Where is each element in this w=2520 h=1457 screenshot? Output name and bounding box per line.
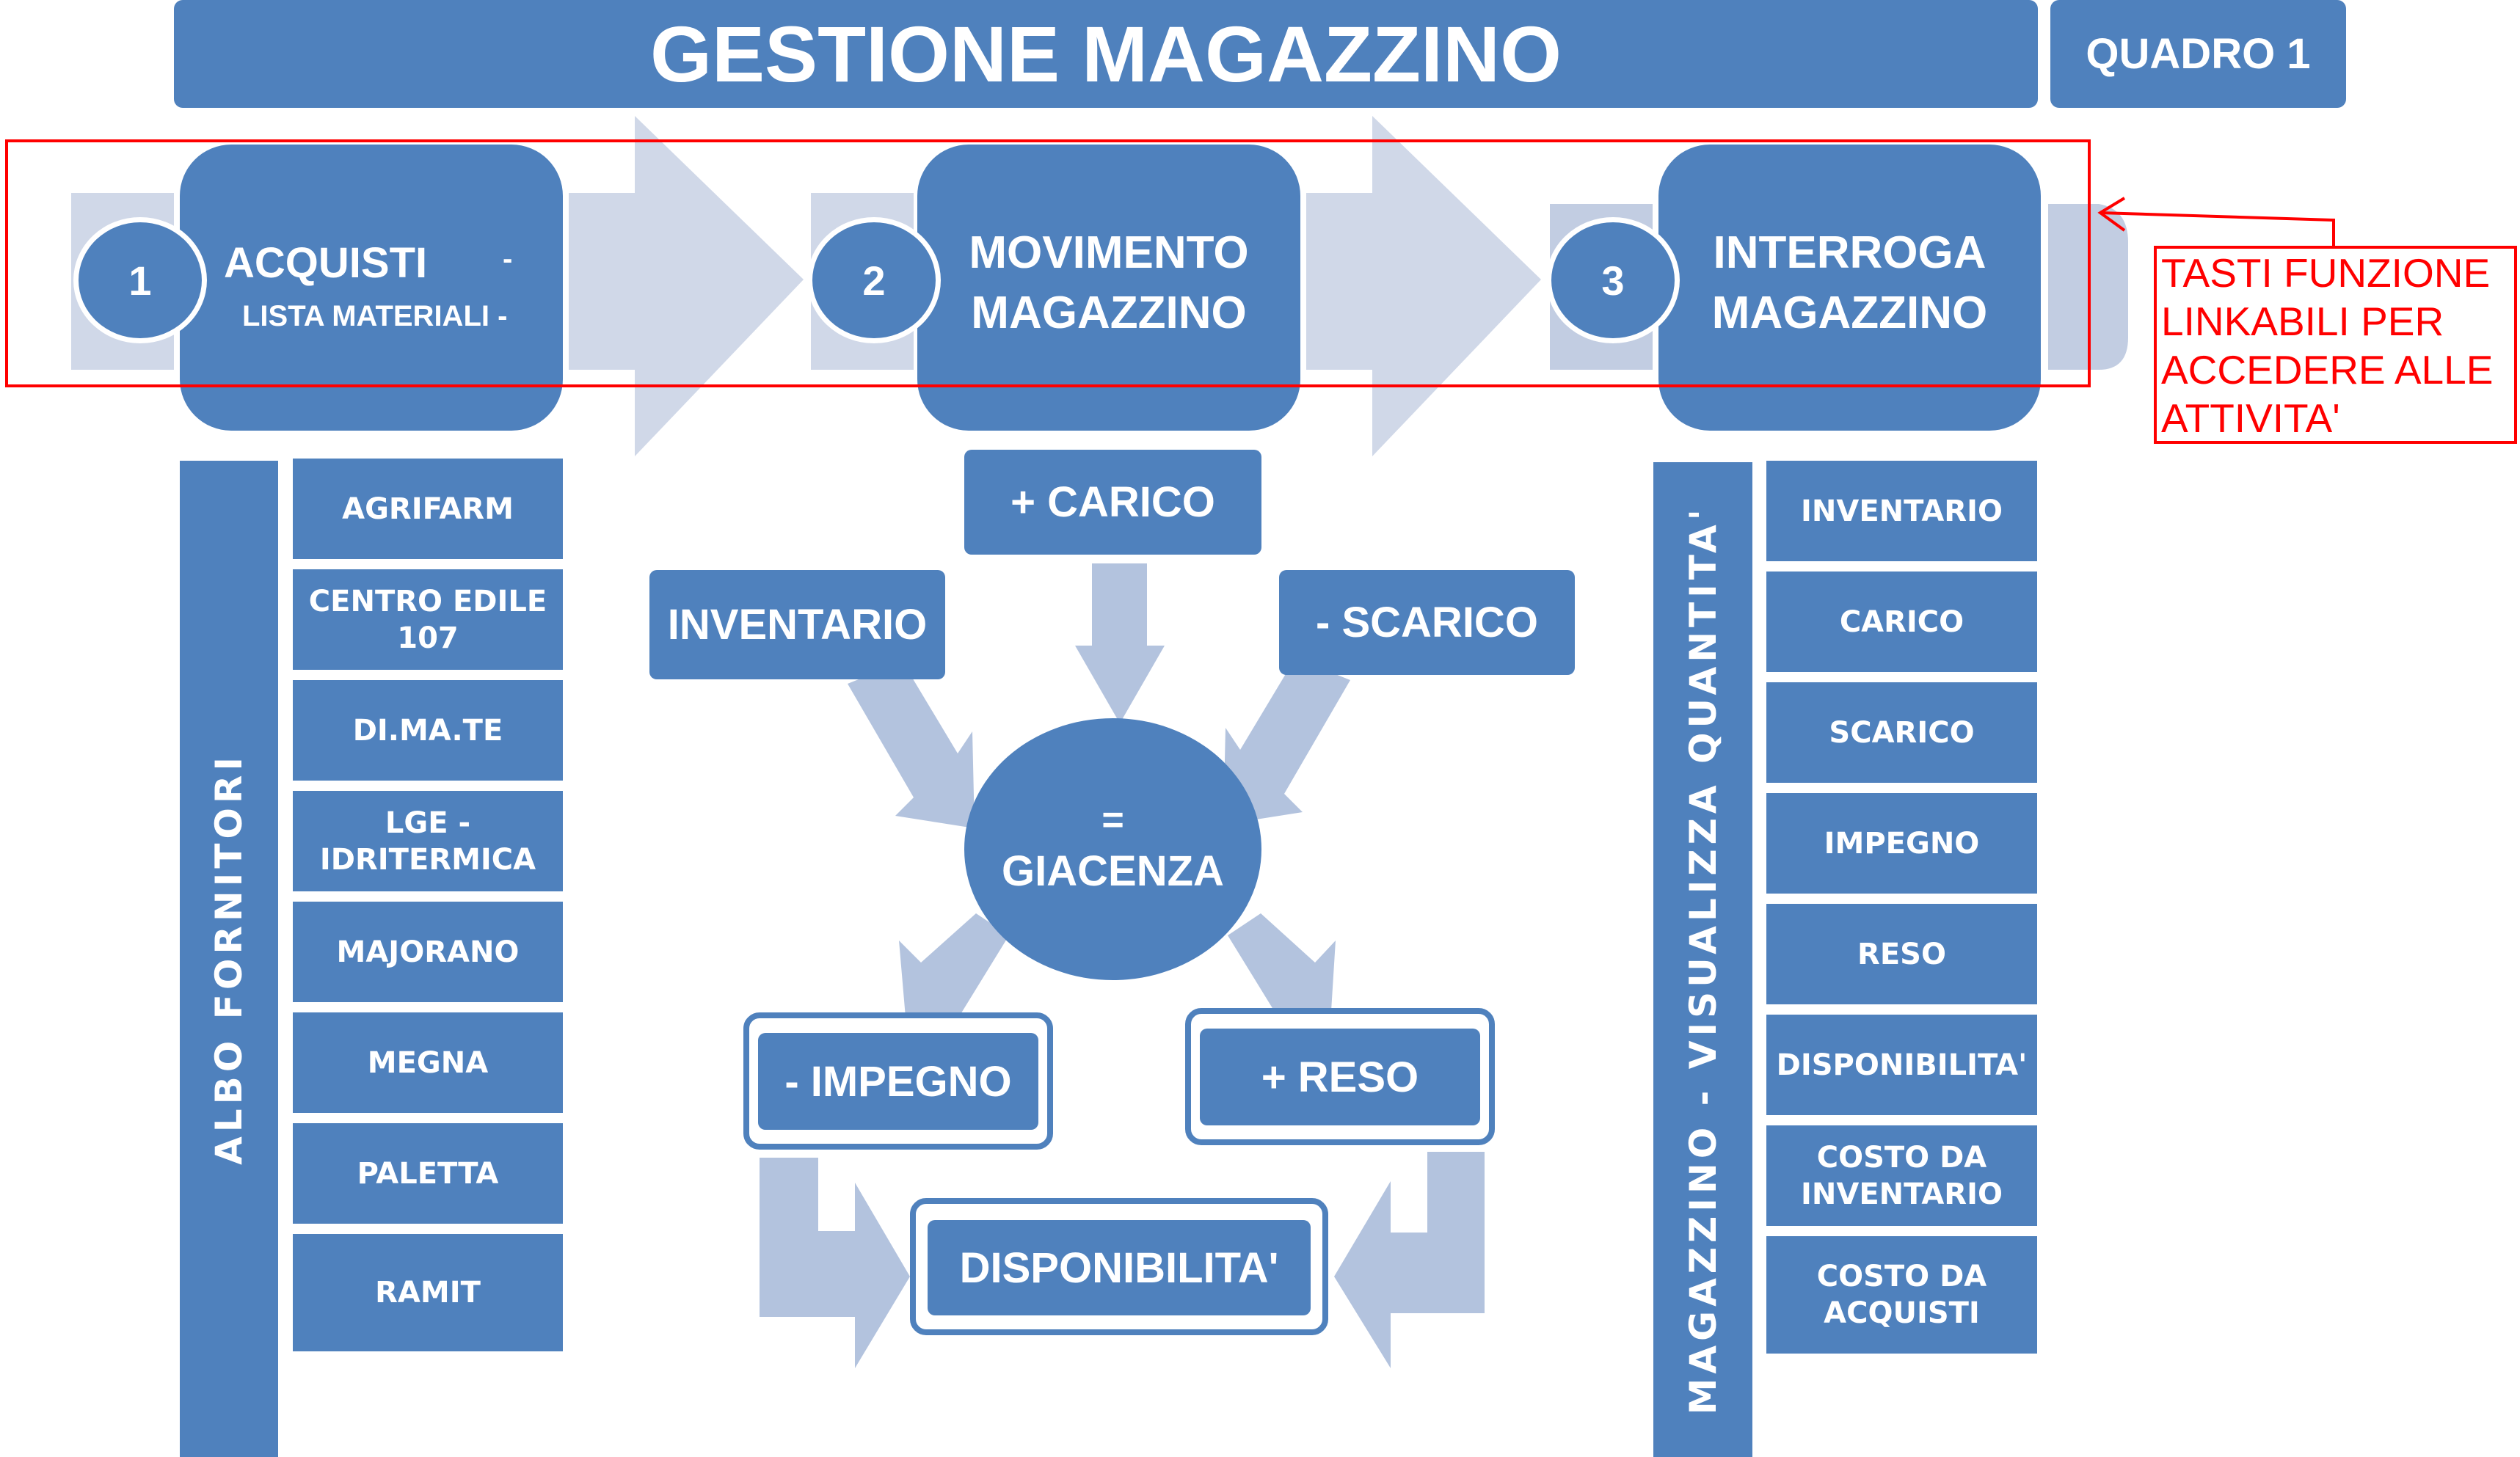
arrow-impegno-icon xyxy=(899,913,1009,1034)
flow-inventario-box[interactable]: INVENTARIO xyxy=(649,570,945,679)
suppliers-label-bar: ALBO FORNITORI xyxy=(180,461,278,1457)
step-subtitle: LISTA MATERIALI - xyxy=(242,300,508,332)
step-number-badge: 3 xyxy=(1546,217,1680,343)
flow-impegno-frame: - IMPEGNO xyxy=(743,1012,1053,1150)
supplier-item[interactable]: LGE - IDRITERMICA xyxy=(293,791,563,891)
warehouse-view-item[interactable]: COSTO DA ACQUISTI xyxy=(1766,1236,2037,1354)
step-acquisti-button[interactable]: ACQUISTI - LISTA MATERIALI - xyxy=(180,145,563,431)
supplier-item[interactable]: CENTRO EDILE 107 xyxy=(293,569,563,670)
warehouse-view-item[interactable]: RESO xyxy=(1766,904,2037,1004)
giacenza-equals: = xyxy=(1101,798,1124,841)
step-number-badge: 1 xyxy=(73,217,207,343)
warehouse-view-list: INVENTARIO CARICO SCARICO IMPEGNO RESO D… xyxy=(1766,461,2037,1354)
step-title: INTERROGA xyxy=(1713,227,1986,278)
supplier-item[interactable]: MAJORANO xyxy=(293,902,563,1002)
step-interroga-button[interactable]: INTERROGA MAGAZZINO xyxy=(1658,145,2041,431)
annotation-leader-line xyxy=(2100,211,2335,246)
arrow-carico-down-icon xyxy=(1075,563,1165,723)
flow-disponibilita-frame: DISPONIBILITA' xyxy=(910,1198,1328,1335)
warehouse-view-item[interactable]: SCARICO xyxy=(1766,682,2037,783)
arrow-reso-disponibilita-icon xyxy=(1334,1152,1485,1368)
supplier-item[interactable]: MEGNA xyxy=(293,1012,563,1113)
step-title: ACQUISTI xyxy=(224,239,428,287)
supplier-item[interactable]: PALETTA xyxy=(293,1123,563,1224)
flow-giacenza-node[interactable]: = GIACENZA xyxy=(964,718,1261,980)
arrow-reso-icon xyxy=(1228,913,1336,1034)
arrow-inventario-icon xyxy=(848,662,975,828)
step-number-badge: 2 xyxy=(807,217,941,343)
connector-band-1b xyxy=(569,193,635,370)
flow-impegno-box[interactable]: - IMPEGNO xyxy=(758,1033,1038,1130)
step-title-dash: - xyxy=(503,243,513,275)
step-title: MOVIMENTO xyxy=(969,227,1249,278)
supplier-item[interactable]: AGRIFARM xyxy=(293,459,563,559)
chevron-arrow-1-icon xyxy=(635,116,804,456)
annotation-note: TASTI FUNZIONE LINKABILI PER ACCEDERE AL… xyxy=(2154,246,2517,444)
connector-band-2b xyxy=(1306,193,1372,370)
page-title: GESTIONE MAGAZZINO xyxy=(174,0,2038,108)
highlight-frame xyxy=(5,139,2091,387)
warehouse-label-bar: MAGAZZINO - VISUALIZZA QUANTITA' xyxy=(1653,462,1752,1457)
panel-label-button[interactable]: QUADRO 1 xyxy=(2050,0,2346,108)
step-subtitle: MAGAZZINO xyxy=(1711,288,1988,338)
warehouse-view-item[interactable]: CARICO xyxy=(1766,572,2037,672)
giacenza-label: GIACENZA xyxy=(1002,847,1224,895)
warehouse-label: MAGAZZINO - VISUALIZZA QUANTITA' xyxy=(1681,504,1725,1415)
flow-reso-frame: + RESO xyxy=(1185,1008,1495,1145)
annotation-arrowhead-icon xyxy=(2097,197,2126,232)
supplier-item[interactable]: DI.MA.TE xyxy=(293,680,563,781)
step-subtitle: MAGAZZINO xyxy=(971,288,1247,338)
arrow-impegno-disponibilita-icon xyxy=(760,1158,910,1368)
step-movimento-button[interactable]: MOVIMENTO MAGAZZINO xyxy=(917,145,1300,431)
supplier-item[interactable]: RAMIT xyxy=(293,1234,563,1351)
warehouse-view-item[interactable]: INVENTARIO xyxy=(1766,461,2037,561)
arrow-scarico-icon xyxy=(1223,658,1350,825)
flow-disponibilita-box[interactable]: DISPONIBILITA' xyxy=(928,1220,1311,1315)
flow-carico-box[interactable]: + CARICO xyxy=(964,450,1261,555)
supplier-list: AGRIFARM CENTRO EDILE 107 DI.MA.TE LGE -… xyxy=(293,459,563,1351)
warehouse-view-item[interactable]: DISPONIBILITA' xyxy=(1766,1015,2037,1115)
suppliers-label: ALBO FORNITORI xyxy=(208,753,250,1165)
chevron-arrow-2-icon xyxy=(1372,116,1541,456)
flow-reso-box[interactable]: + RESO xyxy=(1200,1029,1480,1125)
warehouse-view-item[interactable]: COSTO DA INVENTARIO xyxy=(1766,1125,2037,1226)
flow-scarico-box[interactable]: - SCARICO xyxy=(1279,570,1575,675)
warehouse-view-item[interactable]: IMPEGNO xyxy=(1766,793,2037,894)
